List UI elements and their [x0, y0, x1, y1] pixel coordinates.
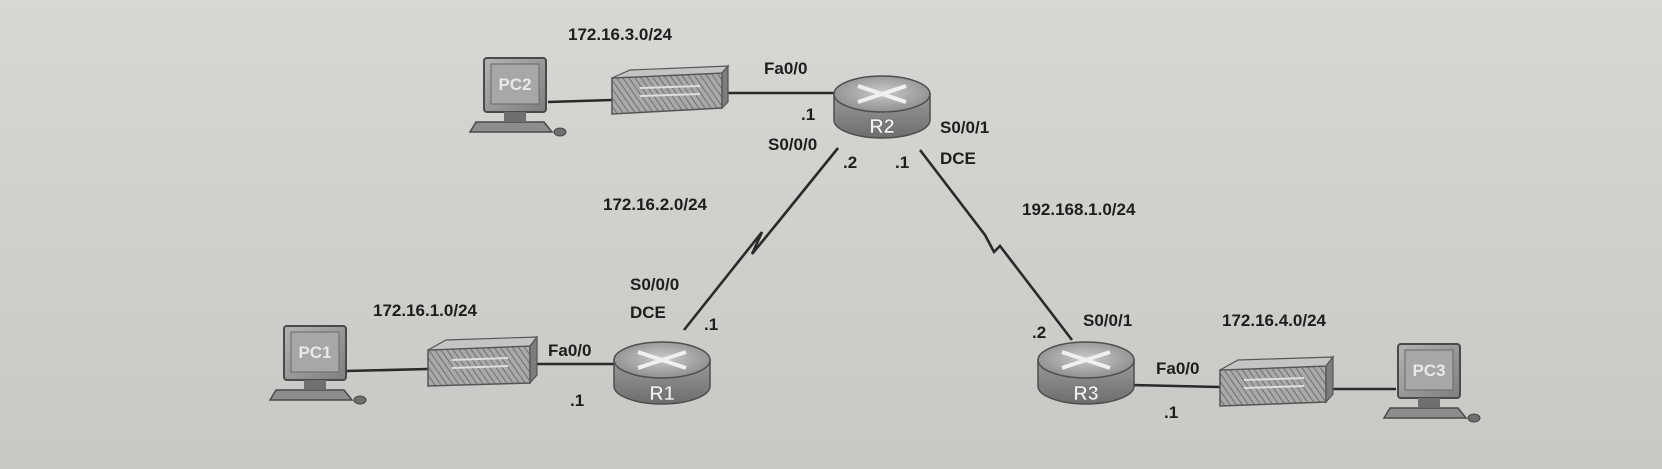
network-label-lan-pc2: 172.16.3.0/24 — [568, 25, 673, 44]
r1-s000-dce-label: DCE — [630, 303, 666, 322]
pc-pc1[interactable]: PC1 — [268, 325, 367, 405]
links — [345, 91, 1396, 391]
r3-s001-interface-label: S0/0/1 — [1083, 311, 1132, 330]
r1-s000-interface-label: S0/0/0 — [630, 275, 679, 294]
keyboard-icon — [1382, 407, 1468, 419]
network-label-lan-pc3: 172.16.4.0/24 — [1222, 311, 1327, 330]
keyboard-icon — [468, 121, 554, 133]
serial-link-r2-r3 — [918, 149, 1074, 341]
r2-s000-host-label: .2 — [843, 153, 857, 172]
router-r2[interactable]: R2 — [833, 75, 931, 139]
pc-pc3[interactable]: PC3 — [1382, 343, 1481, 423]
r1-fa00-interface-label: Fa0/0 — [548, 341, 591, 360]
pc3-label: PC3 — [1412, 361, 1445, 380]
r1-s000-host-label: .1 — [704, 315, 718, 334]
link-r3-switch — [1131, 383, 1221, 389]
router-arrows-icon — [637, 350, 687, 370]
router-arrows-icon — [857, 84, 907, 104]
r2-fa00-interface-label: Fa0/0 — [764, 59, 807, 78]
router-r3-label: R3 — [1073, 383, 1099, 405]
r2-s001-interface-label: S0/0/1 — [940, 118, 989, 137]
mouse-icon — [353, 395, 367, 405]
network-label-lan-pc1: 172.16.1.0/24 — [373, 301, 478, 320]
switch-lan-pc3[interactable] — [1219, 355, 1335, 407]
r2-s000-interface-label: S0/0/0 — [768, 135, 817, 154]
router-r3[interactable]: R3 — [1037, 341, 1135, 405]
r3-fa00-host-label: .1 — [1164, 403, 1178, 422]
r2-s001-host-label: .1 — [895, 153, 909, 172]
r2-s001-dce-label: DCE — [940, 149, 976, 168]
router-r1[interactable]: R1 — [613, 341, 711, 405]
router-arrows-icon — [1061, 350, 1111, 370]
r3-fa00-interface-label: Fa0/0 — [1156, 359, 1199, 378]
link-pc2-switch — [547, 98, 613, 104]
r2-fa00-host-label: .1 — [801, 105, 815, 124]
network-label-wan-r1-r2: 172.16.2.0/24 — [603, 195, 708, 214]
serial-link-r1-r2 — [682, 147, 840, 331]
r1-fa00-host-label: .1 — [570, 391, 584, 410]
pc-pc2[interactable]: PC2 — [468, 57, 567, 137]
pc2-label: PC2 — [498, 75, 531, 94]
switch-lan-pc1[interactable] — [427, 335, 539, 387]
router-r2-label: R2 — [869, 116, 895, 138]
pc1-label: PC1 — [298, 343, 331, 362]
network-label-wan-r2-r3: 192.168.1.0/24 — [1022, 200, 1136, 219]
mouse-icon — [553, 127, 567, 137]
link-pc1-switch — [345, 367, 429, 373]
router-r1-label: R1 — [649, 383, 675, 405]
mouse-icon — [1467, 413, 1481, 423]
keyboard-icon — [268, 389, 354, 401]
r3-s001-host-label: .2 — [1032, 323, 1046, 342]
switch-lan-pc2[interactable] — [611, 64, 730, 115]
